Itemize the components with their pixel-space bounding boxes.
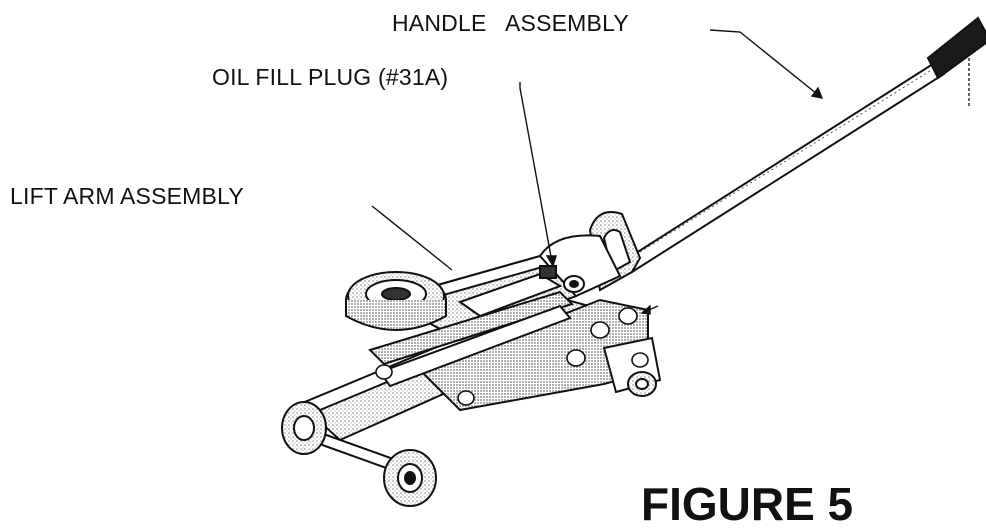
handle-assembly-label: HANDLE ASSEMBLY [392,10,629,36]
lift-arm-pointer [371,205,453,271]
diagram-canvas: HANDLE ASSEMBLY OIL FILL PLUG (#31A) LIF… [10,10,986,527]
lift-arm-label: LIFT ARM ASSEMBLY [10,183,244,209]
oil-fill-plug-label: OIL FILL PLUG (#31A) [212,64,449,90]
bolts [375,307,649,406]
handle-pointer [709,29,824,99]
figure-title: FIGURE 5 [641,478,854,530]
handle-assembly [588,16,986,292]
detail-arrow [640,304,659,315]
pump-cylinder [538,234,622,298]
rear-caster [627,371,657,397]
lift-saddle [345,271,447,331]
floor-jack-illustration [281,16,986,507]
oil-fill-plug-pointer [519,82,557,268]
front-wheels [281,401,437,507]
